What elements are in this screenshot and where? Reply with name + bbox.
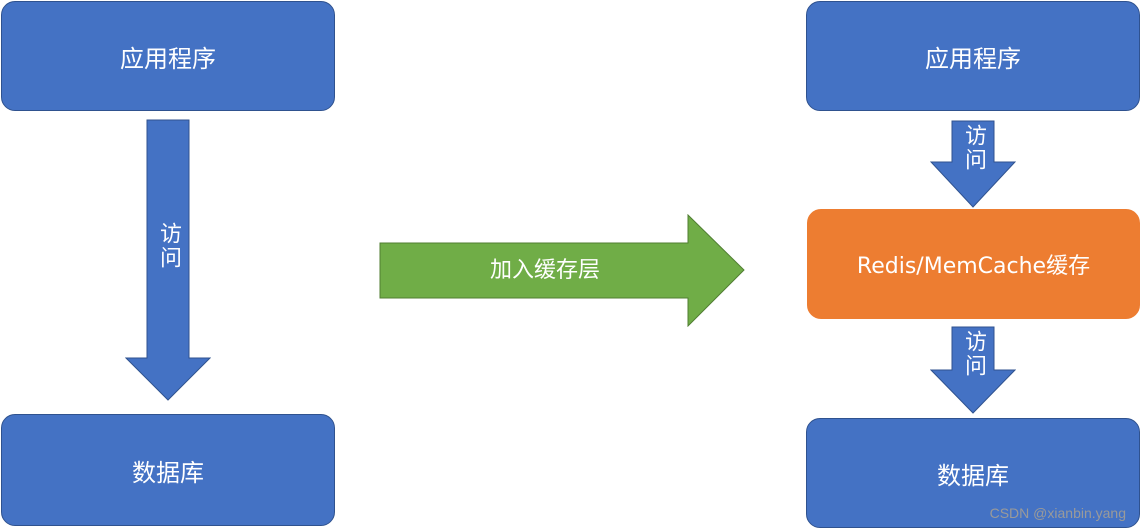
- right-app-label: 应用程序: [925, 44, 1021, 73]
- cache-box: Redis/MemCache缓存: [807, 209, 1140, 319]
- right-access-arrow-top: [930, 120, 1016, 208]
- right-db-box: 数据库: [806, 418, 1140, 528]
- left-db-box: 数据库: [1, 414, 335, 526]
- right-db-label: 数据库: [937, 461, 1009, 490]
- right-access-arrow-bottom: [930, 326, 1016, 414]
- cache-label: Redis/MemCache缓存: [856, 254, 1091, 279]
- watermark: CSDN @xianbin.yang: [989, 505, 1126, 521]
- left-app-label: 应用程序: [120, 44, 216, 73]
- left-access-arrow: [125, 119, 211, 401]
- left-db-label: 数据库: [132, 458, 204, 487]
- right-app-box: 应用程序: [806, 1, 1140, 111]
- left-app-box: 应用程序: [1, 1, 335, 111]
- left-access-label: 访问: [156, 222, 181, 270]
- right-access-label-bottom: 访问: [961, 330, 986, 378]
- add-cache-arrow: [379, 214, 745, 327]
- right-access-label-top: 访问: [961, 124, 986, 172]
- add-cache-label: 加入缓存层: [489, 258, 600, 283]
